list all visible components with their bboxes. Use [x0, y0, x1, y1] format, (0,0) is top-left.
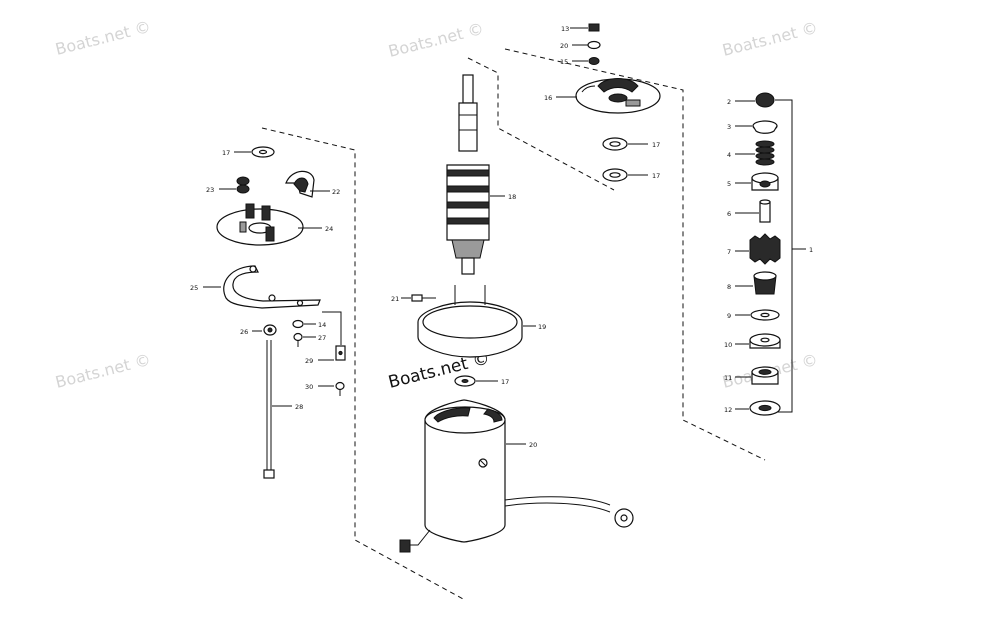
callout-21: 21: [391, 295, 399, 303]
part-3-cup: 3: [727, 120, 778, 134]
part-18-armature: 18: [446, 74, 516, 275]
callout-3: 3: [727, 123, 731, 131]
watermark-text: Boats.net ©: [720, 18, 819, 60]
callout-24: 24: [325, 225, 333, 233]
part-17-washer-top-b: 17: [602, 168, 660, 182]
callout-22: 22: [332, 188, 340, 196]
part-29-terminal: 29: [305, 311, 346, 365]
part-21-screw: 21: [391, 294, 436, 303]
callout-30: 30: [305, 383, 313, 391]
part-27-screw: 27: [293, 332, 326, 347]
callout-13: 13: [561, 25, 569, 33]
callout-11: 11: [724, 374, 732, 382]
part-26-nut: 26: [240, 324, 277, 336]
part-28-through-bolt: 28: [263, 340, 303, 479]
callout-7: 7: [727, 248, 731, 256]
left-group-frame: [261, 127, 466, 601]
callout-10: 10: [724, 341, 732, 349]
part-20-lockwasher: 20: [560, 40, 601, 50]
callout-23: 23: [206, 186, 214, 194]
callout-12: 12: [724, 406, 732, 414]
top-group-frame: [467, 57, 615, 191]
callout-17: 17: [222, 149, 230, 157]
watermark-text: Boats.net ©: [386, 19, 485, 61]
part-17-washer-center: 17: [454, 375, 509, 387]
part-12-stop-washer: 12: [724, 400, 781, 416]
part-23-brush-spring: 23: [206, 176, 250, 194]
part-19-band: 19: [417, 285, 546, 358]
part-2-nut: 2: [727, 92, 775, 108]
part-8-drive-screw: 8: [727, 271, 777, 295]
part-4-spring: 4: [727, 140, 775, 166]
part-17-washer-left: 17: [222, 146, 275, 158]
callout-1: 1: [809, 246, 813, 254]
callout-29: 29: [305, 357, 313, 365]
part-22-brush: 22: [285, 170, 340, 198]
callout-9: 9: [727, 312, 731, 320]
callout-27: 27: [318, 334, 326, 342]
callout-19: 19: [538, 323, 546, 331]
callout-8: 8: [727, 283, 731, 291]
part-11-bushing: 11: [724, 366, 779, 385]
part-20-field-frame: 20: [399, 399, 634, 553]
callout-5: 5: [727, 180, 731, 188]
callout-26: 26: [240, 328, 248, 336]
part-16-end-cap: 16: [544, 78, 661, 114]
callout-20: 20: [560, 42, 568, 50]
part-24-brush-plate: 24: [216, 203, 333, 246]
callout-17: 17: [652, 141, 660, 149]
callout-17: 17: [501, 378, 509, 386]
callout-6: 6: [727, 210, 731, 218]
right-group-frame: [504, 48, 766, 461]
callout-4: 4: [727, 151, 731, 159]
group-frames: [261, 48, 766, 601]
part-14-washer: 14: [292, 319, 326, 329]
callout-15: 15: [560, 58, 568, 66]
callout-25: 25: [190, 284, 198, 292]
part-10-thrust-washer: 10: [724, 333, 781, 349]
part-7-pinion: 7: [727, 233, 781, 265]
part-5-collar: 5: [727, 172, 779, 191]
part-17-washer-top-a: 17: [602, 137, 660, 151]
part-15-washer: 15: [560, 57, 600, 66]
part-30-screw: 30: [305, 381, 345, 396]
watermark-text: Boats.net ©: [53, 350, 152, 392]
callout-16: 16: [544, 94, 552, 102]
callout-17: 17: [652, 172, 660, 180]
part-9-washer: 9: [727, 309, 780, 321]
part-13-nut: 13: [561, 23, 600, 33]
part-25-lead-bracket: 25: [190, 265, 321, 309]
callout-14: 14: [318, 321, 326, 329]
callout-2: 2: [727, 98, 731, 106]
callout-28: 28: [295, 403, 303, 411]
watermark-text: Boats.net ©: [53, 17, 152, 59]
drive-assembly-bracket: 1: [775, 99, 813, 413]
callout-18: 18: [508, 193, 516, 201]
part-6-sleeve: 6: [727, 199, 771, 223]
callout-20: 20: [529, 441, 537, 449]
